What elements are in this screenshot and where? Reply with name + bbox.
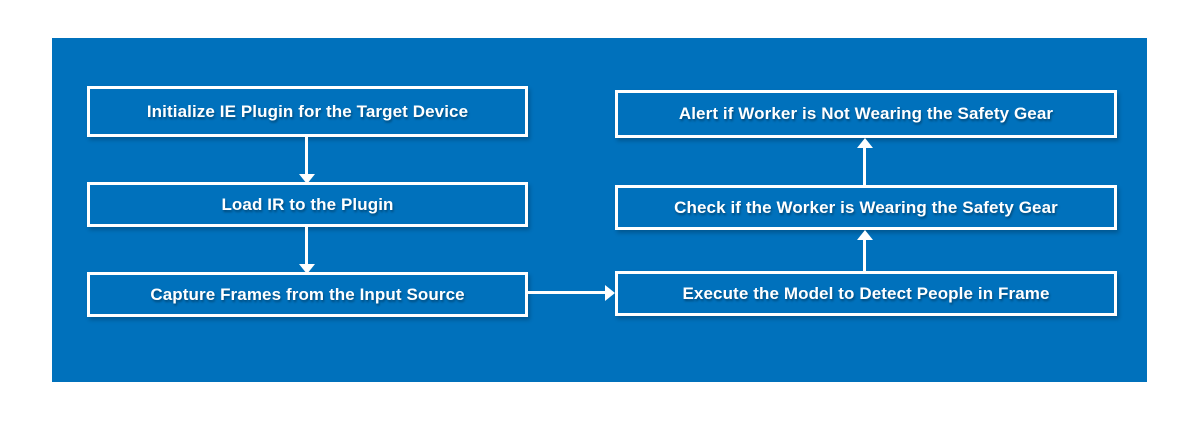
node-load-ir-label: Load IR to the Plugin — [221, 194, 394, 214]
node-check-gear-label: Check if the Worker is Wearing the Safet… — [674, 197, 1058, 217]
node-execute-model: Execute the Model to Detect People in Fr… — [615, 271, 1117, 316]
node-initialize-ie-plugin: Initialize IE Plugin for the Target Devi… — [87, 86, 528, 137]
node-load-ir: Load IR to the Plugin — [87, 182, 528, 227]
node-execute-model-label: Execute the Model to Detect People in Fr… — [682, 283, 1050, 303]
arrow-load-to-capture — [305, 227, 308, 265]
flowchart-panel — [52, 38, 1147, 382]
node-capture-frames-label: Capture Frames from the Input Source — [150, 284, 465, 304]
node-alert-worker: Alert if Worker is Not Wearing the Safet… — [615, 90, 1117, 138]
node-alert-worker-label: Alert if Worker is Not Wearing the Safet… — [678, 104, 1054, 123]
arrow-init-to-load — [305, 137, 308, 175]
arrow-capture-to-execute — [528, 291, 606, 294]
node-capture-frames: Capture Frames from the Input Source — [87, 272, 528, 317]
node-check-gear: Check if the Worker is Wearing the Safet… — [615, 185, 1117, 230]
arrow-check-to-alert — [863, 147, 866, 185]
node-initialize-ie-plugin-label: Initialize IE Plugin for the Target Devi… — [146, 101, 469, 121]
arrow-execute-to-check — [863, 239, 866, 271]
